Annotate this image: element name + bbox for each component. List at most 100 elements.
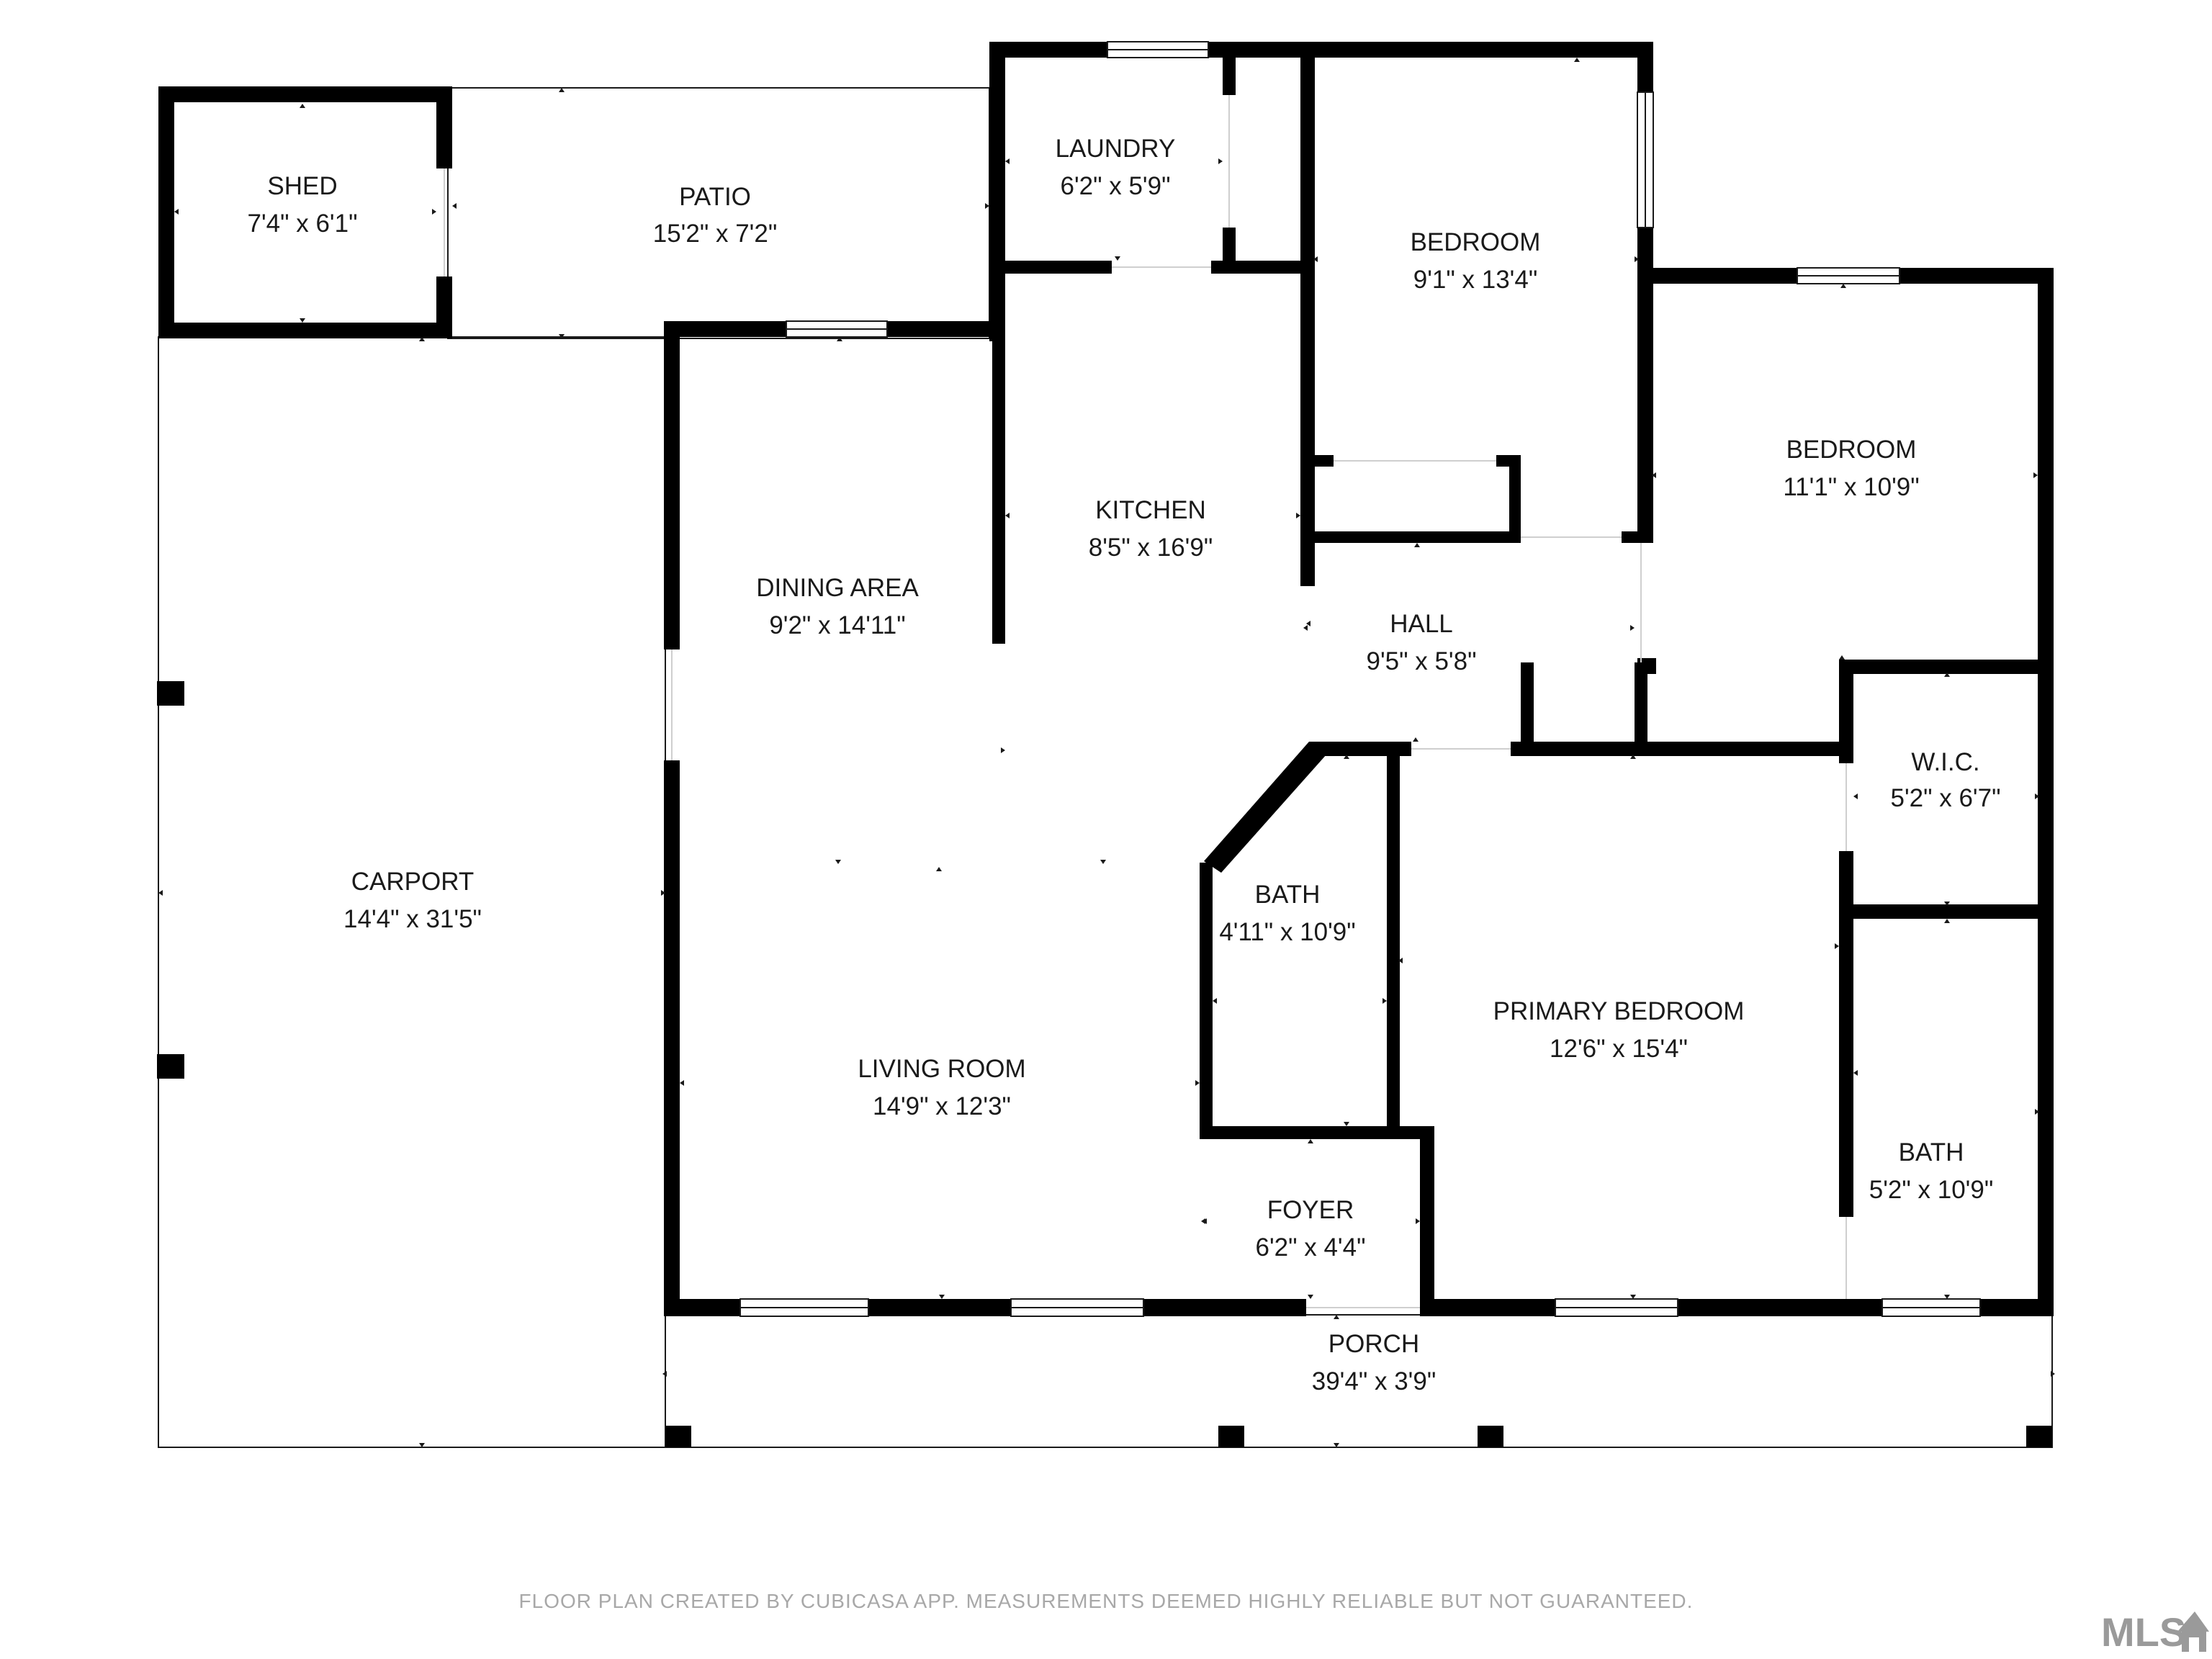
bath-1-dimensions: 4'11" x 10'9" [1219,918,1355,946]
dimension-tick [1574,58,1580,62]
dimension-tick [419,337,425,341]
wall [1839,904,2054,919]
carport-dimensions: 14'4" x 31'5" [343,905,482,933]
dimension-tick [1296,513,1300,518]
wall [436,276,452,338]
dimension-tick [1308,1295,1313,1299]
shed-dimensions: 7'4" x 6'1" [247,210,357,238]
porch-dimensions: 39'4" x 3'9" [1312,1367,1437,1395]
dimension-tick [1100,860,1106,864]
dimension-tick [2035,793,2039,799]
dimension-tick [1115,256,1120,261]
laundry-dimensions: 6'2" x 5'9" [1060,172,1170,200]
wall [1637,42,1653,92]
wall [1420,1126,1434,1316]
wall [1637,228,1653,537]
wic-name: W.I.C. [1911,748,1979,776]
wall [887,321,1005,337]
wall [1200,1126,1433,1139]
wall [1842,660,2054,674]
mls-logo-text: MLS [2101,1609,2186,1655]
dimension-tick [2033,472,2038,478]
disclaimer-footer: FLOOR PLAN CREATED BY CUBICASA APP. MEAS… [518,1590,1694,1612]
windows [739,41,1981,1317]
wall [1899,268,2054,284]
dimension-tick [661,890,665,896]
wall [1208,42,1653,58]
dimension-tick [1344,755,1349,759]
wall [664,1299,740,1316]
patio-outline [447,87,990,339]
wall [1635,662,1647,752]
dimension-tick [1652,472,1656,478]
dimension-tick [1213,998,1217,1004]
wall [158,86,452,102]
patio-name: PATIO [679,183,751,211]
wall [1223,228,1236,266]
dimension-tick [1944,1295,1950,1299]
mls-logo: MLS [2101,1609,2209,1655]
wall [1678,1299,1882,1316]
dimension-tick [1005,513,1010,518]
wall [664,321,786,337]
wall [992,321,1005,644]
post [1218,1426,1244,1447]
bath-2-name: BATH [1899,1138,1964,1166]
dimension-tick [1313,256,1318,262]
dimension-tick [1306,621,1310,626]
dimension-tick [985,203,989,209]
dimension-tick [2051,1371,2055,1377]
carport-name: CARPORT [351,868,475,896]
wall [1387,742,1400,1139]
walls [157,42,2054,1447]
wall [1839,851,1853,1217]
dining-area-name: DINING AREA [756,574,919,602]
wall [436,86,452,168]
dimension-tick [300,318,305,323]
wall [1200,863,1213,1139]
dimension-tick [835,860,841,864]
wall [1511,742,1849,756]
dimension-tick [1944,673,1950,677]
dimension-tick [1416,1218,1420,1224]
dimension-tick [939,1295,945,1299]
wall [989,42,1107,58]
dimension-tick [1382,998,1387,1004]
wall [989,42,1005,341]
wall [1509,455,1521,541]
wall [1521,662,1534,752]
post [157,1054,184,1079]
wall [1211,261,1313,274]
bath-1-name: BATH [1255,881,1321,909]
post [157,681,184,706]
living-room-dimensions: 14'9" x 12'3" [873,1092,1011,1120]
dimension-tick [432,209,436,215]
dimension-tick [1853,1070,1858,1076]
dimension-tick [1001,747,1005,753]
dimension-tick [300,104,305,108]
wall [158,323,452,338]
bath-2-dimensions: 5'2" x 10'9" [1869,1176,1994,1204]
dimension-tick [559,88,565,92]
dimension-tick [158,890,163,896]
wall [2038,268,2054,1316]
dimension-tick [1835,943,1839,949]
dimension-tick [559,334,565,338]
patio-dimensions: 15'2" x 7'2" [653,220,778,248]
porch-outline [665,1314,2053,1448]
wall [1300,461,1315,586]
living-room-name: LIVING ROOM [858,1055,1025,1083]
dimension-tick [1840,284,1846,288]
room-labels: SHED 7'4" x 6'1" PATIO 15'2" x 7'2" LAUN… [247,135,2000,1395]
foyer-dimensions: 6'2" x 4'4" [1255,1233,1365,1262]
dimension-tick [1635,256,1639,262]
angled-wall [1204,742,1326,873]
dimension-tick [680,1080,684,1086]
dimension-tick [1630,625,1635,631]
dimension-tick [1630,755,1636,759]
dimension-tick [1630,1295,1636,1299]
post [2026,1426,2052,1447]
shed-name: SHED [267,172,337,200]
bedroom-3-dimensions: 11'1" x 10'9" [1783,473,1919,501]
